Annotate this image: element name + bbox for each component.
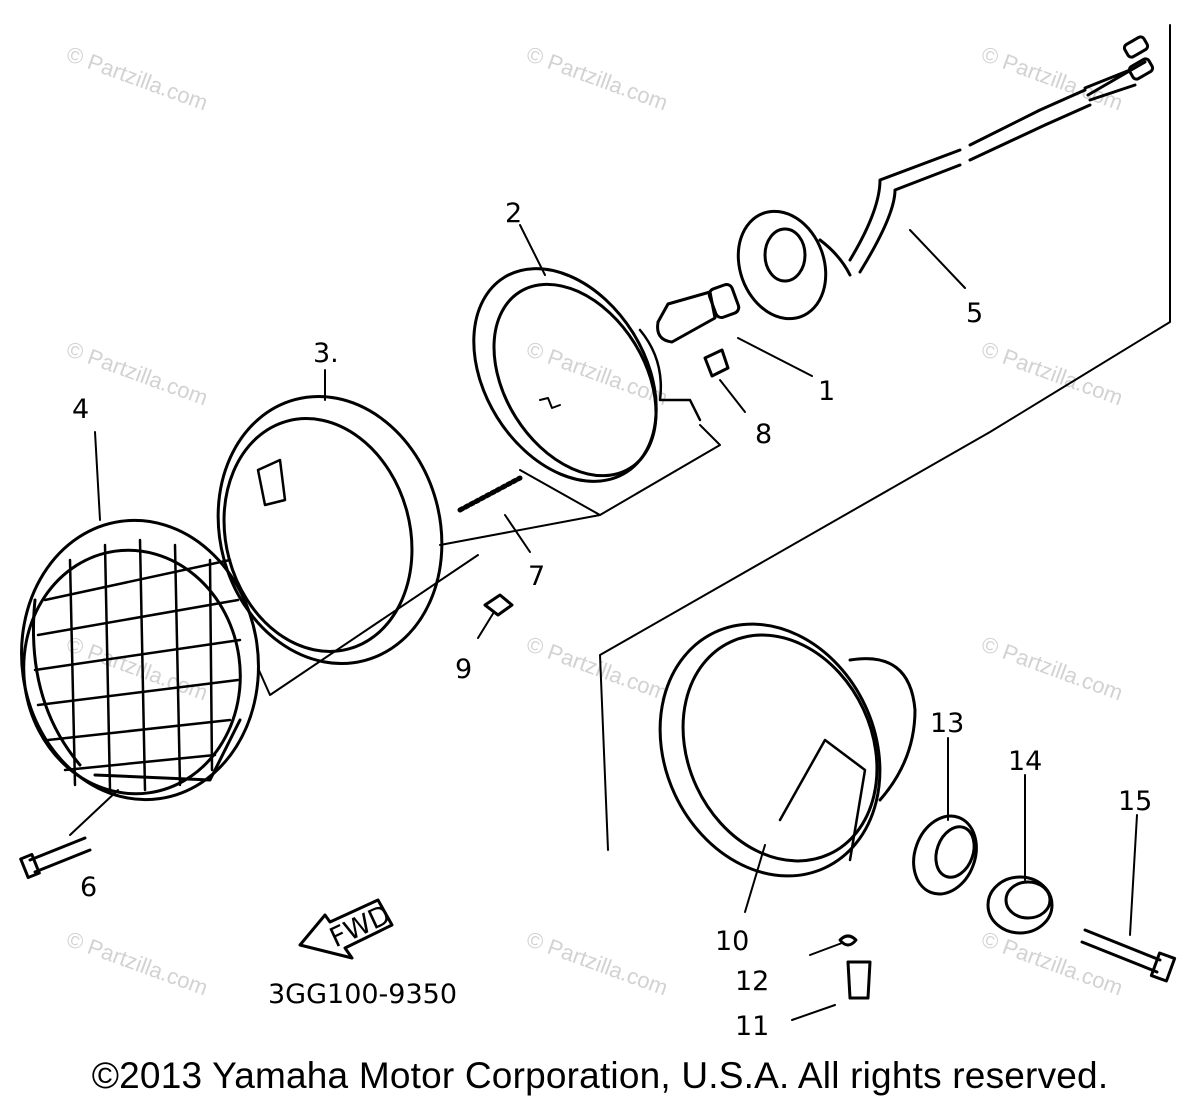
headlight-housing <box>658 622 917 878</box>
callout-14: 14 <box>1008 746 1042 777</box>
callout-9: 9 <box>455 654 472 685</box>
part-number: 3GG100-9350 <box>268 979 457 1010</box>
headlight-guard <box>20 518 260 802</box>
callout-4: 4 <box>72 394 89 425</box>
leader-lines <box>69 224 1138 1021</box>
screw-6 <box>28 836 92 874</box>
watermark: © Partzilla.com <box>63 926 211 1000</box>
washer-12 <box>838 934 858 947</box>
callout-8: 8 <box>755 419 772 450</box>
grommet <box>912 814 978 896</box>
callout-10: 10 <box>715 926 749 957</box>
callout-6: 6 <box>80 872 97 903</box>
watermark: © Partzilla.com <box>523 926 671 1000</box>
callout-1: 1 <box>818 376 835 407</box>
watermark: © Partzilla.com <box>523 41 671 115</box>
callout-5: 5 <box>966 298 983 329</box>
callout-15: 15 <box>1118 786 1152 817</box>
cap <box>986 875 1054 935</box>
watermark: © Partzilla.com <box>523 631 671 705</box>
spring-7 <box>457 475 523 513</box>
nut-8 <box>703 348 730 378</box>
screw-9 <box>483 593 514 617</box>
fwd-arrow-icon: FWD <box>298 898 395 960</box>
callout-labels: 1 2 3. 4 5 6 7 8 9 10 11 12 13 14 15 <box>72 198 1152 1042</box>
headlight-rim <box>216 395 444 665</box>
watermark: © Partzilla.com <box>63 631 211 705</box>
watermark: © Partzilla.com <box>978 336 1126 410</box>
copyright-notice: ©2013 Yamaha Motor Corporation, U.S.A. A… <box>91 1055 1109 1096</box>
callout-13: 13 <box>930 708 964 739</box>
socket-cord <box>736 35 1155 321</box>
screw-11 <box>846 960 872 1000</box>
bulb <box>656 282 741 344</box>
callout-2: 2 <box>505 198 522 229</box>
callout-11: 11 <box>735 1011 769 1042</box>
watermark: © Partzilla.com <box>978 631 1126 705</box>
headlight-lens-unit <box>472 267 702 483</box>
callout-3: 3. <box>313 338 339 369</box>
watermark: © Partzilla.com <box>63 41 211 115</box>
assembly-boundary-lines <box>257 24 1171 851</box>
callout-7: 7 <box>528 561 545 592</box>
callout-12: 12 <box>735 966 769 997</box>
bolt-15 <box>1080 928 1162 974</box>
